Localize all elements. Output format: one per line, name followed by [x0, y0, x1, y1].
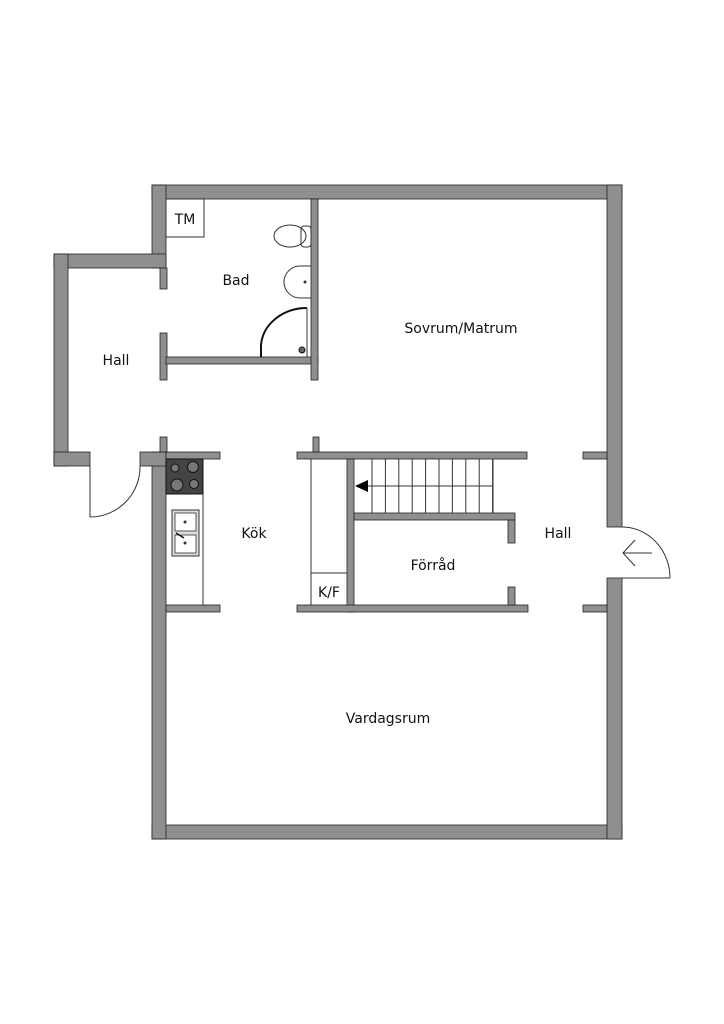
room-labels: TM Bad Hall Sovrum/Matrum Kök K/F Förråd…	[103, 212, 572, 727]
tm-box	[165, 198, 205, 238]
washbasin-icon	[283, 265, 311, 299]
shower-icon	[260, 306, 308, 357]
stair-arrow-icon	[355, 480, 368, 492]
toilet-icon	[273, 224, 312, 248]
label-kf: K/F	[318, 585, 340, 601]
cooktop-icon	[165, 458, 204, 495]
label-bad: Bad	[222, 273, 249, 289]
staircase	[355, 459, 494, 513]
label-forrad: Förråd	[411, 557, 456, 574]
label-sovrum: Sovrum/Matrum	[404, 321, 517, 337]
label-hall-left: Hall	[103, 353, 130, 369]
label-hall-right: Hall	[545, 526, 572, 542]
walls	[53, 184, 623, 840]
entrance-door-left[interactable]	[89, 465, 141, 518]
label-vardagsrum: Vardagsrum	[346, 711, 431, 727]
entrance-door-right[interactable]	[621, 526, 671, 579]
label-tm: TM	[174, 212, 196, 228]
entry-arrow-icon	[622, 539, 652, 567]
sink-icon	[171, 509, 200, 557]
label-kok: Kök	[241, 526, 267, 542]
